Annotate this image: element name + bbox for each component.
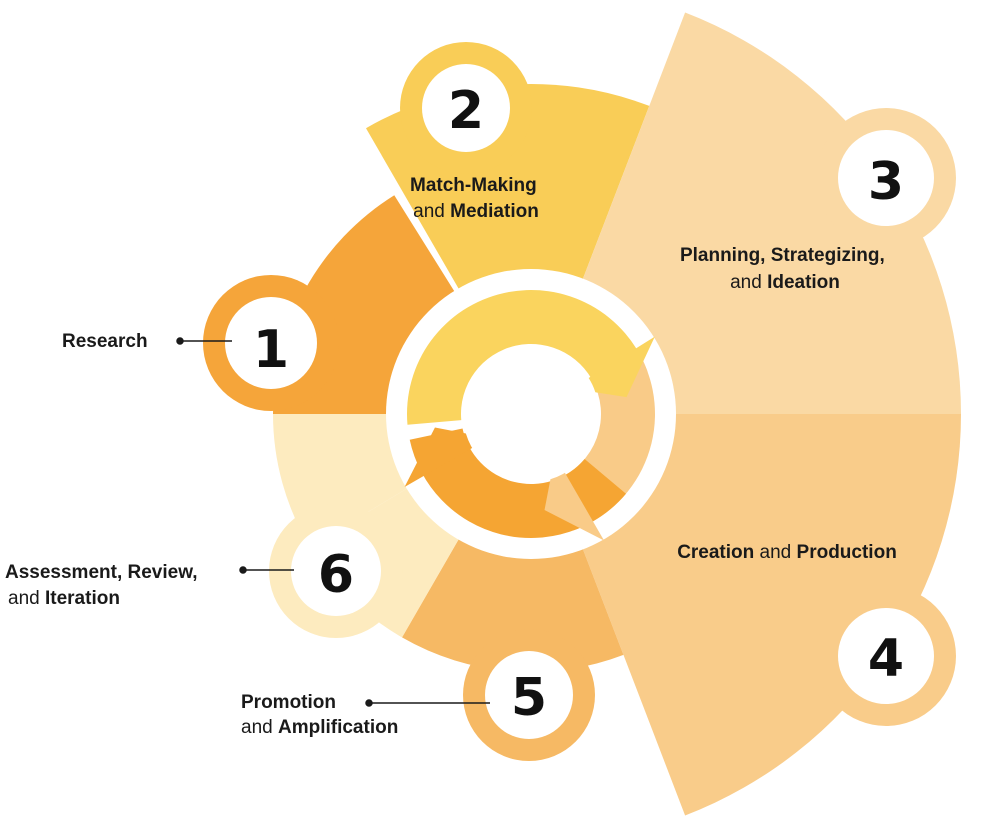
sector-step-3 — [531, 12, 961, 414]
step-labels: Research Match-Making and Mediation Plan… — [5, 175, 897, 738]
step-number-6: 6 — [318, 545, 354, 605]
step-label-4-title: Creation — [677, 542, 754, 563]
step-label-5-line1: Promotion — [241, 692, 336, 713]
cycle-arrowhead-yellow — [571, 336, 655, 398]
cycle-arrowhead-orange — [404, 427, 490, 487]
badge-step-1-disc — [225, 297, 317, 389]
sector-step-4 — [531, 414, 961, 816]
step-label-6-emphasis: Iteration — [45, 588, 120, 609]
badge-step-5-disc — [485, 651, 573, 739]
badge-step-2-disc — [422, 64, 510, 152]
step-label-4-connector: and — [760, 542, 792, 563]
step-label-3-emphasis: Ideation — [767, 272, 840, 293]
step-numbers: 1 2 3 4 5 6 — [253, 81, 904, 728]
step-badges — [203, 42, 956, 761]
step-label-2-line1: Match-Making — [410, 175, 537, 196]
leader-dot-step-6 — [239, 566, 247, 574]
step-number-4: 4 — [868, 629, 904, 689]
step-label-5-connector: and — [241, 717, 273, 738]
step-label-1: Research — [62, 331, 148, 352]
step-label-5-emphasis: Amplification — [278, 717, 398, 738]
leader-dot-step-5 — [365, 699, 373, 707]
badge-step-4-disc — [838, 608, 934, 704]
step-label-4: Creation and Production — [677, 542, 897, 563]
step-label-2-line2: and Mediation — [413, 201, 539, 222]
center-hole — [463, 346, 599, 482]
leader-lines — [176, 337, 490, 707]
step-number-3: 3 — [868, 152, 904, 212]
step-label-6-line1: Assessment, Review, — [5, 562, 198, 583]
step-label-2-emphasis: Mediation — [450, 201, 539, 222]
badge-step-6-disc — [291, 526, 381, 616]
step-label-1-title: Research — [62, 331, 148, 352]
step-label-5-line2: and Amplification — [241, 717, 398, 738]
step-label-3-line2: and Ideation — [730, 272, 840, 293]
step-label-5: Promotion and Amplification — [241, 692, 398, 738]
step-label-2: Match-Making and Mediation — [410, 175, 542, 222]
step-label-6: Assessment, Review, and Iteration — [5, 562, 203, 609]
badge-step-3-disc — [838, 130, 934, 226]
cycle-arrows-icon — [404, 290, 656, 541]
step-number-5: 5 — [511, 668, 547, 728]
step-label-6-connector: and — [8, 588, 40, 609]
step-label-2-connector: and — [413, 201, 445, 222]
step-label-4-emphasis: Production — [797, 542, 897, 563]
cycle-arrow-yellow — [407, 290, 648, 425]
cycle-arrowhead-peach — [544, 455, 604, 541]
step-number-1: 1 — [253, 320, 289, 380]
step-label-6-line2: and Iteration — [8, 588, 120, 609]
leader-dot-step-1 — [176, 337, 184, 345]
step-label-3-connector: and — [730, 272, 762, 293]
step-number-2: 2 — [448, 81, 484, 141]
step-label-3: Planning, Strategizing, and Ideation — [680, 245, 890, 293]
step-label-3-line1: Planning, Strategizing, — [680, 245, 885, 266]
